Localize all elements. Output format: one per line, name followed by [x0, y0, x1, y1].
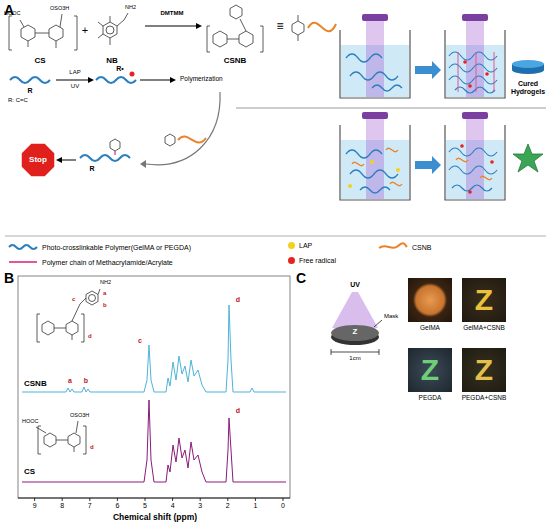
- photo-image: Z: [462, 348, 506, 392]
- proton-label: a: [103, 290, 106, 297]
- atom-label: NH2: [100, 279, 111, 285]
- photo-image: Z: [408, 348, 452, 392]
- photo-tile: Z PEGDA: [404, 348, 456, 401]
- proton-label: d: [90, 444, 94, 451]
- atom-label: OSO3H: [50, 5, 69, 11]
- nmr-plot: [18, 276, 290, 501]
- result-label: Cured Hydrogels: [506, 80, 550, 96]
- legend-item: Free radical: [288, 257, 336, 264]
- legend-text: Polymer chain of Methacrylamide/Acrylate: [42, 259, 173, 266]
- plus-sign: +: [82, 24, 88, 37]
- atom-label: OSO3H: [70, 412, 89, 418]
- photo-tile: Z PEGDA+CSNB: [458, 348, 510, 401]
- panel-letter: C: [296, 270, 306, 286]
- peak-label: a: [68, 377, 72, 385]
- photo-caption: GelMA+CSNB: [458, 324, 510, 331]
- photo-caption: PEGDA: [404, 394, 456, 401]
- axis-tick: 8: [60, 502, 64, 510]
- legend-text: LAP: [299, 242, 312, 249]
- peak-label: b: [84, 377, 88, 385]
- photo-letter: Z: [408, 348, 452, 392]
- uv-label: UV: [350, 281, 360, 289]
- legend-item: CSNB: [378, 242, 431, 252]
- legend-text: Free radical: [299, 257, 336, 264]
- compound-label: CSNB: [224, 56, 247, 65]
- legend-item: Polymer chain of Methacrylamide/Acrylate: [8, 257, 173, 267]
- axis-title: Chemical shift (ppm): [113, 513, 197, 523]
- chem-structures: [9, 5, 304, 52]
- axis-tick: 1: [253, 502, 257, 510]
- axis-tick: 2: [226, 502, 230, 510]
- octagon-shape: [21, 143, 55, 177]
- photo-caption: GelMA: [404, 324, 456, 331]
- panel-letter: B: [4, 270, 14, 286]
- group-note: R: C=C: [8, 97, 28, 104]
- legend-line: [9, 261, 37, 263]
- photo-tile: Z GelMA+CSNB: [458, 278, 510, 331]
- csnb-curve: [308, 23, 336, 32]
- peak-label: c: [138, 337, 142, 345]
- legend-sample: [8, 242, 38, 252]
- legend-swatch: [288, 242, 295, 249]
- spectrum-label: CSNB: [24, 379, 47, 388]
- spectrum-label: CS: [24, 467, 35, 476]
- reagent-label: LAP: [69, 69, 80, 76]
- dimension-label: 1cm: [349, 355, 360, 362]
- legend-item: LAP: [288, 242, 312, 249]
- axis-tick: 0: [281, 502, 285, 510]
- legend-sample: [378, 242, 408, 252]
- photo-letter: Z: [462, 348, 506, 392]
- legend-divider: [5, 236, 546, 237]
- legend-line: [379, 243, 407, 248]
- proton-label: c: [72, 296, 75, 303]
- photo-caption: PEGDA+CSNB: [458, 394, 510, 401]
- legend-swatch: [288, 257, 295, 264]
- radical-label: R•: [116, 65, 124, 73]
- arrow-head: [196, 23, 202, 29]
- peak-label: d: [236, 296, 240, 304]
- photo-image: Z: [462, 278, 506, 322]
- group-label: R: [89, 165, 94, 173]
- mask-setup: [331, 292, 382, 355]
- photo-image: [408, 278, 452, 322]
- axis-tick: 5: [143, 502, 147, 510]
- reagent-label: UV: [71, 83, 79, 90]
- compound-label: NB: [106, 56, 118, 65]
- atom-label: HOOC: [4, 10, 21, 16]
- equivalence-sign: ≡: [276, 20, 283, 34]
- proton-label: b: [103, 302, 107, 309]
- legend-text: Photo-crosslinkable Polymer(GelMA or PEG…: [42, 244, 191, 251]
- proton-label: d: [88, 333, 92, 340]
- compound-label: CS: [34, 56, 45, 65]
- mask-label: Mask: [384, 313, 398, 320]
- atom-label: HOOC: [22, 418, 39, 424]
- stop-text: Stop: [20, 142, 56, 178]
- step-label: Polymerization: [180, 75, 223, 82]
- axis-tick: 3: [198, 502, 202, 510]
- legend-sample: [8, 257, 38, 267]
- group-label: R: [27, 87, 32, 95]
- photo-letter: Z: [462, 278, 506, 322]
- beaker-scheme: [340, 14, 544, 200]
- atom-label: NH2: [125, 4, 136, 10]
- axis-tick: 6: [115, 502, 119, 510]
- peak-label: d: [236, 407, 240, 415]
- stop-octagon: Stop: [20, 142, 56, 178]
- axis-tick: 4: [171, 502, 175, 510]
- legend-line: [9, 245, 37, 249]
- photo-tile: GelMA: [404, 278, 456, 331]
- legend-item: Photo-crosslinkable Polymer(GelMA or PEG…: [8, 242, 191, 252]
- mask-letter: Z: [353, 327, 358, 336]
- legend-text: CSNB: [412, 244, 431, 251]
- axis-tick: 7: [88, 502, 92, 510]
- axis-tick: 9: [33, 502, 37, 510]
- reagent-label: DMTMM: [161, 10, 184, 17]
